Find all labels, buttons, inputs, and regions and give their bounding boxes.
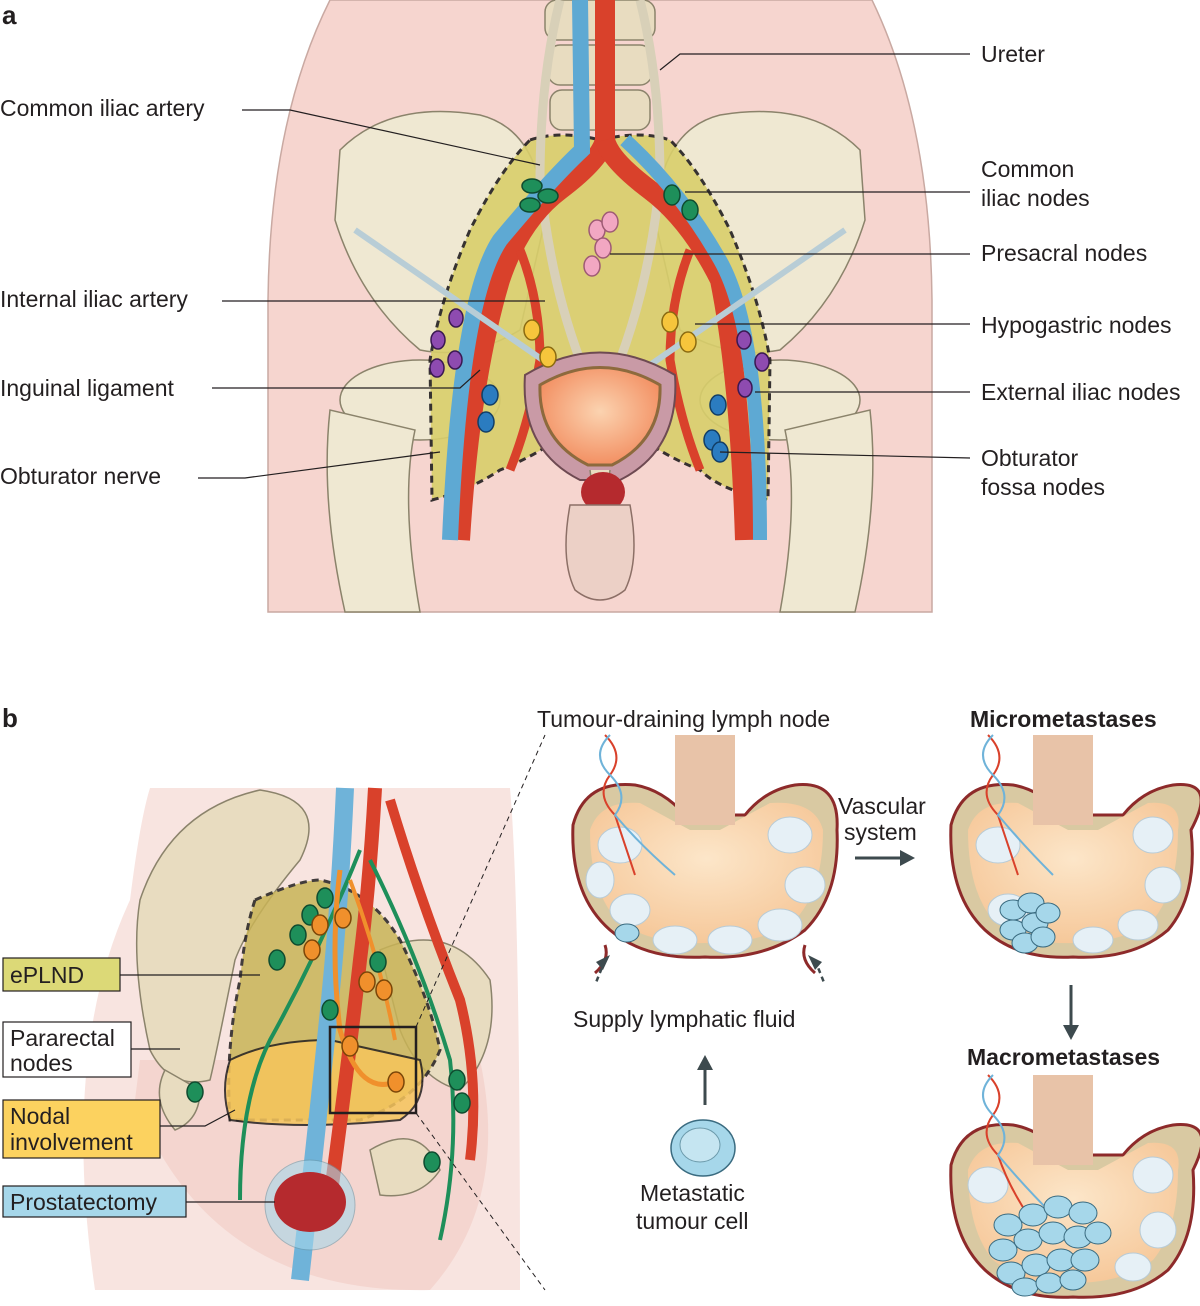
- legend-eplnd-swatch: [2, 957, 121, 992]
- legend-pararectal-line1: Pararectal: [10, 1025, 115, 1051]
- cell-label-line1: Metastatic: [640, 1180, 745, 1206]
- penis: [565, 504, 635, 601]
- panel-a-illustration: [267, 0, 933, 613]
- hypogastric-nodes: [523, 311, 697, 368]
- label-common-iliac-artery: Common iliac artery: [0, 95, 205, 121]
- label-fossa-nodes: fossa nodes: [981, 474, 1105, 500]
- legend-eplnd: ePLND: [10, 962, 84, 988]
- supply-lymphatic-fluid-label: Supply lymphatic fluid: [573, 1006, 795, 1032]
- vascular-label-line2: system: [844, 819, 917, 845]
- label-common: Common: [981, 156, 1074, 182]
- panel-b-letter: b: [2, 703, 18, 733]
- label-presacral-nodes: Presacral nodes: [981, 240, 1147, 266]
- legend-nodal-line1: Nodal: [10, 1103, 70, 1129]
- external-iliac-nodes: [429, 308, 770, 398]
- label-obturator-nerve: Obturator nerve: [0, 463, 161, 489]
- legend: ePLND Pararectal nodes Nodal involvement…: [2, 957, 275, 1218]
- lymph-node-macro: [949, 1074, 1200, 1299]
- label-internal-iliac-artery: Internal iliac artery: [0, 286, 188, 312]
- legend-prostatectomy-swatch: [2, 1185, 187, 1218]
- tumour-node-title: Tumour-draining lymph node: [537, 706, 830, 732]
- label-ureter: Ureter: [981, 41, 1045, 67]
- legend-pararectal-swatch: [2, 1021, 132, 1078]
- panel-a-left-labels: Common iliac artery Internal iliac arter…: [0, 95, 205, 489]
- label-inguinal-ligament: Inguinal ligament: [0, 375, 175, 401]
- common-iliac-nodes: [519, 178, 699, 221]
- metastatic-tumour-cell: [670, 1119, 736, 1177]
- legend-pararectal-line2: nodes: [10, 1050, 73, 1076]
- panel-a-letter: a: [2, 0, 17, 30]
- flow-arrows: [593, 850, 1079, 1105]
- label-iliac-nodes: iliac nodes: [981, 185, 1090, 211]
- lymph-node-normal: [571, 734, 839, 975]
- vascular-label-line1: Vascular: [838, 793, 926, 819]
- label-external-iliac-nodes: External iliac nodes: [981, 379, 1180, 405]
- cell-label-line2: tumour cell: [636, 1208, 748, 1234]
- legend-nodal-swatch: [2, 1099, 161, 1159]
- legend-nodal-line2: involvement: [10, 1129, 133, 1155]
- lymph-node-micro: [949, 734, 1200, 959]
- label-hypogastric-nodes: Hypogastric nodes: [981, 312, 1172, 338]
- macrometastases-title: Macrometastases: [967, 1044, 1160, 1070]
- label-obturator: Obturator: [981, 445, 1078, 471]
- panel-a-leader-lines: [198, 53, 971, 479]
- panel-b-pelvis-illustration: [83, 734, 546, 1291]
- bladder: [523, 351, 677, 512]
- legend-prostatectomy: Prostatectomy: [10, 1189, 157, 1215]
- presacral-nodes: [583, 211, 619, 277]
- panel-a-right-labels: Ureter Common iliac nodes Presacral node…: [981, 41, 1180, 500]
- micrometastases-title: Micrometastases: [970, 706, 1157, 732]
